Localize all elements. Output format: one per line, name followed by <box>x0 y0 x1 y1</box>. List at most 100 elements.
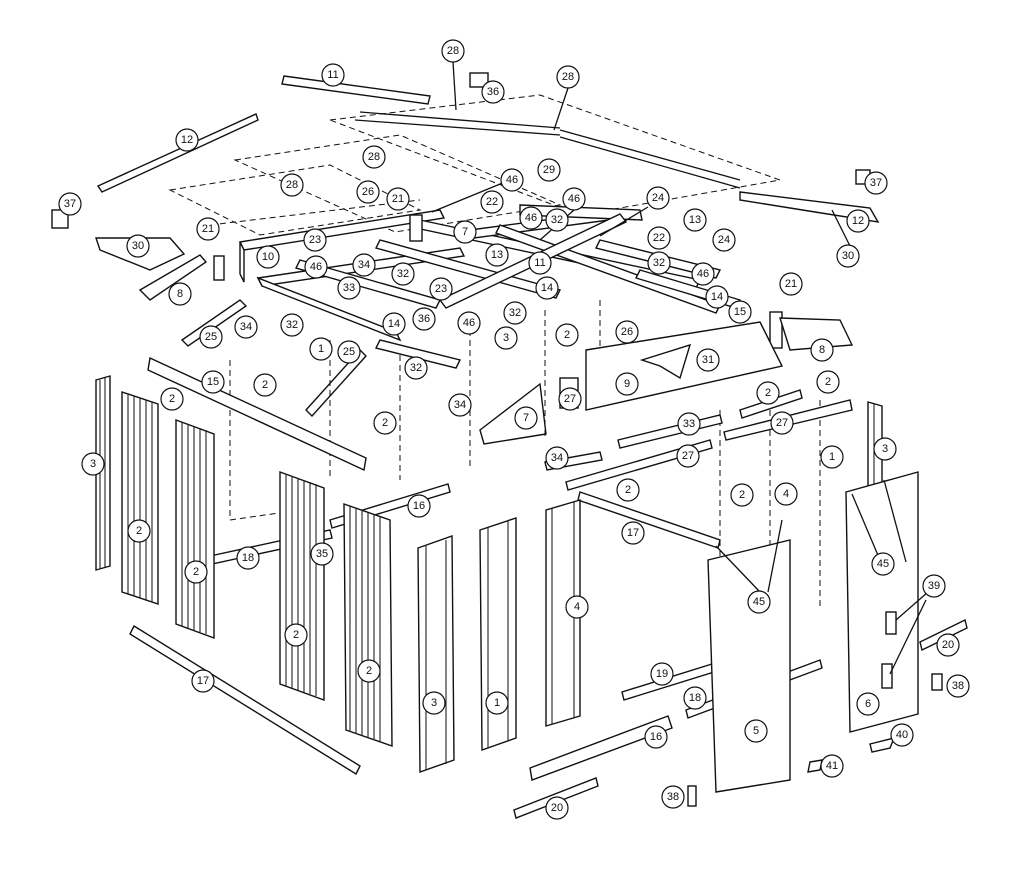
callout-c89: 20 <box>936 633 960 657</box>
callout-circle <box>494 326 518 350</box>
callout-c95: 1 <box>485 691 509 715</box>
callout-circle <box>810 338 834 362</box>
callout-circle <box>127 519 151 543</box>
callout-c30: 34 <box>352 253 376 277</box>
callout-c10: 46 <box>562 187 586 211</box>
callout-c14: 21 <box>386 187 410 211</box>
callout-circle <box>386 187 410 211</box>
callout-circle <box>647 251 671 275</box>
callout-circle <box>555 323 579 347</box>
callout-c57: 32 <box>404 356 428 380</box>
callout-circle <box>730 483 754 507</box>
callout-circle <box>356 180 380 204</box>
callout-label: 14 <box>388 318 400 330</box>
callout-label: 28 <box>286 179 298 191</box>
callout-label: 26 <box>362 186 374 198</box>
callout-c43: 32 <box>280 313 304 337</box>
callout-c68: 33 <box>677 412 701 436</box>
callout-c101: 41 <box>820 754 844 778</box>
callout-c20: 30 <box>836 244 860 268</box>
callout-c72: 27 <box>676 444 700 468</box>
callout-circle <box>191 669 215 693</box>
callout-label: 8 <box>819 344 825 356</box>
callout-label: 2 <box>136 525 142 537</box>
callout-circle <box>820 445 844 469</box>
callout-circle <box>647 226 671 250</box>
callout-label: 32 <box>509 307 521 319</box>
callout-label: 46 <box>697 268 709 280</box>
callout-circle <box>836 244 860 268</box>
callout-circle <box>309 337 333 361</box>
callout-circle <box>856 692 880 716</box>
callout-label: 28 <box>447 45 459 57</box>
callout-c77: 16 <box>407 494 431 518</box>
callout-label: 27 <box>776 417 788 429</box>
callout-label: 24 <box>718 234 730 246</box>
callout-c16: 46 <box>519 206 543 230</box>
callout-c12: 37 <box>864 171 888 195</box>
callout-c19: 12 <box>846 209 870 233</box>
callout-c24: 13 <box>683 208 707 232</box>
callout-circle <box>846 209 870 233</box>
callout-label: 21 <box>202 223 214 235</box>
callout-label: 2 <box>625 484 631 496</box>
callout-c36: 8 <box>168 282 192 306</box>
callout-circle <box>545 796 569 820</box>
callout-c27: 30 <box>126 234 150 258</box>
callout-circle <box>677 412 701 436</box>
callout-circle <box>337 340 361 364</box>
corrugated-panels <box>95 375 883 773</box>
callout-c28: 10 <box>256 245 280 269</box>
callout-circle <box>199 325 223 349</box>
callout-label: 2 <box>564 329 570 341</box>
callout-circle <box>873 437 897 461</box>
callout-c87: 39 <box>922 574 946 598</box>
callout-label: 30 <box>132 240 144 252</box>
callout-c59: 2 <box>253 373 277 397</box>
callout-c88: 2 <box>284 623 308 647</box>
callout-c6: 28 <box>362 145 386 169</box>
callout-c62: 2 <box>160 387 184 411</box>
callout-circle <box>946 674 970 698</box>
callout-circle <box>820 754 844 778</box>
callout-circle <box>280 173 304 197</box>
callout-c47: 15 <box>728 300 752 324</box>
callout-label: 9 <box>624 378 630 390</box>
callout-circle <box>691 262 715 286</box>
callout-circle <box>890 723 914 747</box>
callout-label: 21 <box>392 193 404 205</box>
callout-label: 7 <box>462 226 468 238</box>
callout-label: 45 <box>877 558 889 570</box>
callout-circle <box>545 446 569 470</box>
callout-c3: 36 <box>481 80 505 104</box>
callout-label: 22 <box>653 232 665 244</box>
callout-c99: 16 <box>644 725 668 749</box>
callout-label: 19 <box>656 668 668 680</box>
callout-label: 12 <box>852 215 864 227</box>
callout-label: 3 <box>431 697 437 709</box>
callout-label: 34 <box>551 452 563 464</box>
callout-circle <box>621 521 645 545</box>
callout-label: 15 <box>207 376 219 388</box>
callout-c70: 3 <box>873 437 897 461</box>
callout-label: 34 <box>358 259 370 271</box>
callout-circle <box>168 282 192 306</box>
callout-label: 3 <box>882 443 888 455</box>
callout-circle <box>683 208 707 232</box>
callout-label: 2 <box>169 393 175 405</box>
callout-label: 24 <box>652 192 664 204</box>
callout-circle <box>565 595 589 619</box>
callout-label: 21 <box>785 278 797 290</box>
callout-c54: 1 <box>309 337 333 361</box>
callout-label: 27 <box>682 450 694 462</box>
callout-circle <box>816 370 840 394</box>
callout-c32: 13 <box>485 243 509 267</box>
callout-c86: 4 <box>565 595 589 619</box>
callout-label: 20 <box>551 802 563 814</box>
callout-label: 41 <box>826 760 838 772</box>
callout-c17: 32 <box>545 208 569 232</box>
callout-c11: 37 <box>58 192 82 216</box>
callout-c39: 14 <box>535 276 559 300</box>
callout-c92: 19 <box>650 662 674 686</box>
